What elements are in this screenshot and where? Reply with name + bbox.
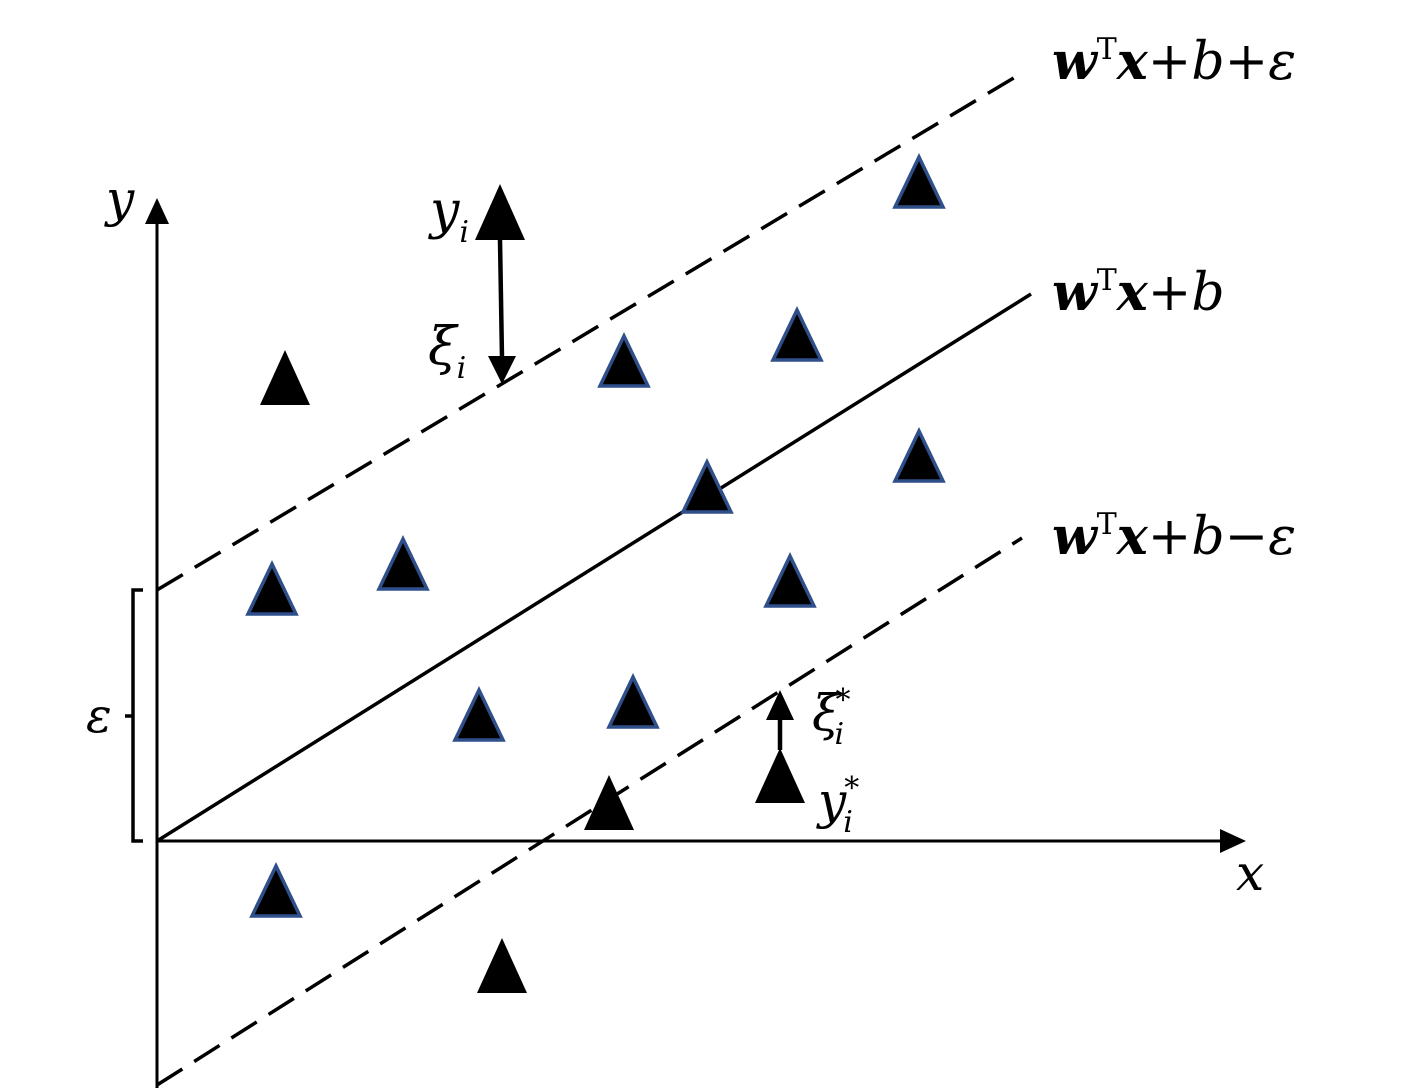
triangle-marker-icon	[606, 672, 660, 729]
epsilon-label: ε	[86, 688, 112, 744]
epsilon-brace-icon	[125, 588, 143, 843]
center-regression-line	[156, 292, 1032, 843]
outlier-triangle-icon	[260, 350, 310, 405]
regression-lines	[156, 71, 1032, 1087]
data-points	[245, 152, 946, 993]
yi-triangle-icon	[475, 184, 525, 240]
lower-margin-line	[156, 536, 1023, 1087]
triangle-marker-icon	[597, 331, 651, 388]
triangle-marker-icon	[892, 152, 946, 209]
upper-line-label: wTx+b+ε	[1052, 31, 1296, 92]
yi-star-triangle-icon	[755, 748, 805, 803]
outlier-triangle-icon	[477, 938, 527, 993]
triangle-marker-icon	[770, 305, 824, 362]
yi-annotation: yi ξi	[428, 181, 525, 386]
triangle-marker-icon	[376, 534, 430, 591]
xi-label: ξi	[428, 317, 466, 386]
upper-margin-line	[156, 71, 1023, 592]
x-axis-label: x	[1236, 844, 1264, 902]
yi-star-annotation: ξ*i y*i	[755, 683, 859, 840]
xi-star-label: ξ*i	[812, 683, 851, 752]
xi-arrow-head-icon	[488, 356, 516, 384]
xi-arrow-line	[497, 239, 505, 359]
triangle-marker-icon	[892, 426, 946, 483]
triangle-marker-icon	[452, 685, 506, 742]
y-axis-arrow-icon	[145, 198, 169, 224]
center-line-label: wTx+b	[1052, 262, 1225, 323]
x-axis-arrow-icon	[1220, 829, 1246, 853]
triangle-marker-icon	[680, 457, 734, 514]
outlier-triangle-icon	[584, 775, 634, 830]
xi-star-arrow-head-icon	[766, 690, 794, 720]
triangle-marker-icon	[763, 551, 817, 608]
epsilon-bracket: ε	[86, 588, 143, 843]
triangle-marker-icon	[249, 861, 303, 918]
triangle-marker-icon	[245, 559, 299, 616]
yi-label: yi	[428, 181, 469, 250]
lower-line-label: wTx+b−ε	[1052, 506, 1296, 567]
yi-star-label: y*i	[816, 771, 859, 840]
axes: y x	[104, 170, 1264, 1088]
y-axis-label: y	[104, 170, 135, 228]
